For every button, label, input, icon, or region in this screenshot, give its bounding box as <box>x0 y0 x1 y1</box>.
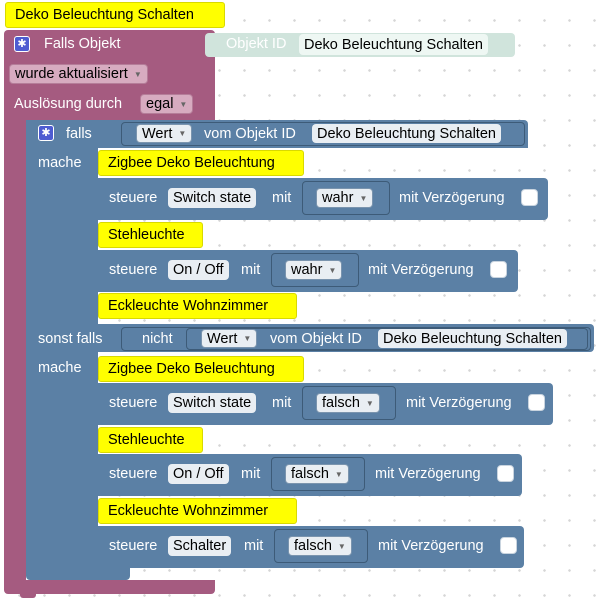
condition-socket-2 <box>121 327 591 351</box>
mit-label: mit <box>272 395 292 411</box>
ausloesung-label: Auslösung durch <box>14 96 123 112</box>
gear-icon[interactable]: ✱ <box>38 125 54 141</box>
if-block-footer <box>26 566 130 580</box>
device-eckleuchte-1[interactable]: Eckleuchte Wohnzimmer <box>98 293 297 319</box>
value-socket <box>274 529 368 563</box>
condition-attr-value: Wert <box>142 125 173 142</box>
value-text: falsch <box>291 466 329 482</box>
delay-checkbox[interactable] <box>521 189 538 206</box>
sonst-falls-label: sonst falls <box>38 331 103 347</box>
gear-icon[interactable]: ✱ <box>14 36 30 52</box>
value-socket <box>271 253 359 287</box>
chevron-down-icon: ▼ <box>337 541 346 551</box>
state-field[interactable]: On / Off <box>168 464 229 484</box>
trigger-mode-dropdown[interactable]: wurde aktualisiert ▼ <box>9 64 148 84</box>
event-title[interactable]: Deko Beleuchtung Schalten <box>5 2 225 28</box>
chevron-down-icon: ▼ <box>178 129 187 138</box>
condition-socket-1 <box>121 122 525 146</box>
event-block-tab <box>20 592 36 598</box>
condition2-attr-dropdown[interactable]: Wert ▼ <box>201 329 258 348</box>
delay-checkbox[interactable] <box>500 537 517 554</box>
event-block-spine <box>4 120 26 590</box>
state-field[interactable]: Switch state <box>168 188 257 208</box>
chevron-down-icon: ▼ <box>334 469 343 479</box>
delay-checkbox[interactable] <box>490 261 507 278</box>
nicht-label: nicht <box>142 331 173 347</box>
chevron-down-icon: ▼ <box>179 99 188 109</box>
delay-label: mit Verzögerung <box>368 262 474 278</box>
ausloesung-dropdown[interactable]: egal ▼ <box>140 94 194 114</box>
value-text: falsch <box>294 538 332 554</box>
device-stehleuchte-1[interactable]: Stehleuchte <box>98 222 203 248</box>
state-field[interactable]: Schalter <box>168 536 232 556</box>
mache-label-2: mache <box>38 360 82 376</box>
value-dropdown[interactable]: falsch ▼ <box>316 393 380 413</box>
chevron-down-icon: ▼ <box>328 265 337 275</box>
falls-label: falls <box>66 126 92 142</box>
delay-label: mit Verzögerung <box>399 190 505 206</box>
condition-objekt-field[interactable]: Deko Beleuchtung Schalten <box>312 124 501 143</box>
delay-label: mit Verzögerung <box>375 466 481 482</box>
device-zigbee-2[interactable]: Zigbee Deko Beleuchtung <box>98 356 304 382</box>
steuere-label: steuere <box>109 538 158 554</box>
value-dropdown[interactable]: falsch ▼ <box>285 464 349 484</box>
delay-checkbox[interactable] <box>528 394 545 411</box>
mit-label: mit <box>272 190 292 206</box>
vom-objekt-label-2: vom Objekt ID <box>270 331 362 347</box>
value-socket <box>302 181 390 215</box>
value-dropdown[interactable]: wahr ▼ <box>316 188 374 208</box>
value-text: wahr <box>291 262 323 278</box>
steuere-label: steuere <box>109 190 158 206</box>
falls-objekt-label: Falls Objekt <box>44 36 121 52</box>
condition-attr-dropdown[interactable]: Wert ▼ <box>136 124 193 143</box>
steuere-label: steuere <box>109 395 158 411</box>
value-dropdown[interactable]: falsch ▼ <box>288 536 352 556</box>
value-socket <box>271 457 365 491</box>
device-zigbee-1[interactable]: Zigbee Deko Beleuchtung <box>98 150 304 176</box>
mit-label: mit <box>244 538 264 554</box>
condition2-attr-value: Wert <box>207 330 238 347</box>
chevron-down-icon: ▼ <box>365 398 374 408</box>
not-socket <box>186 328 588 350</box>
delay-label: mit Verzögerung <box>406 395 512 411</box>
value-text: wahr <box>322 190 354 206</box>
steuere-label: steuere <box>109 262 158 278</box>
chevron-down-icon: ▼ <box>243 334 252 343</box>
objekt-id-label: Objekt ID <box>226 36 287 52</box>
objekt-id-value[interactable]: Deko Beleuchtung Schalten <box>299 34 488 55</box>
event-block-footer <box>4 580 215 594</box>
mache-label-1: mache <box>38 155 82 171</box>
delay-label: mit Verzögerung <box>378 538 484 554</box>
vom-objekt-label: vom Objekt ID <box>204 126 296 142</box>
value-dropdown[interactable]: wahr ▼ <box>285 260 343 280</box>
trigger-mode-value: wurde aktualisiert <box>15 66 128 82</box>
state-field[interactable]: Switch state <box>168 393 257 413</box>
condition2-objekt-field[interactable]: Deko Beleuchtung Schalten <box>378 329 567 348</box>
value-socket <box>302 386 396 420</box>
state-field[interactable]: On / Off <box>168 260 229 280</box>
ausloesung-value: egal <box>146 96 174 112</box>
device-eckleuchte-2[interactable]: Eckleuchte Wohnzimmer <box>98 498 297 524</box>
mit-label: mit <box>241 262 261 278</box>
chevron-down-icon: ▼ <box>133 69 142 79</box>
value-text: falsch <box>322 395 360 411</box>
delay-checkbox[interactable] <box>497 465 514 482</box>
mit-label: mit <box>241 466 261 482</box>
device-stehleuchte-2[interactable]: Stehleuchte <box>98 427 203 453</box>
chevron-down-icon: ▼ <box>359 193 368 203</box>
steuere-label: steuere <box>109 466 158 482</box>
